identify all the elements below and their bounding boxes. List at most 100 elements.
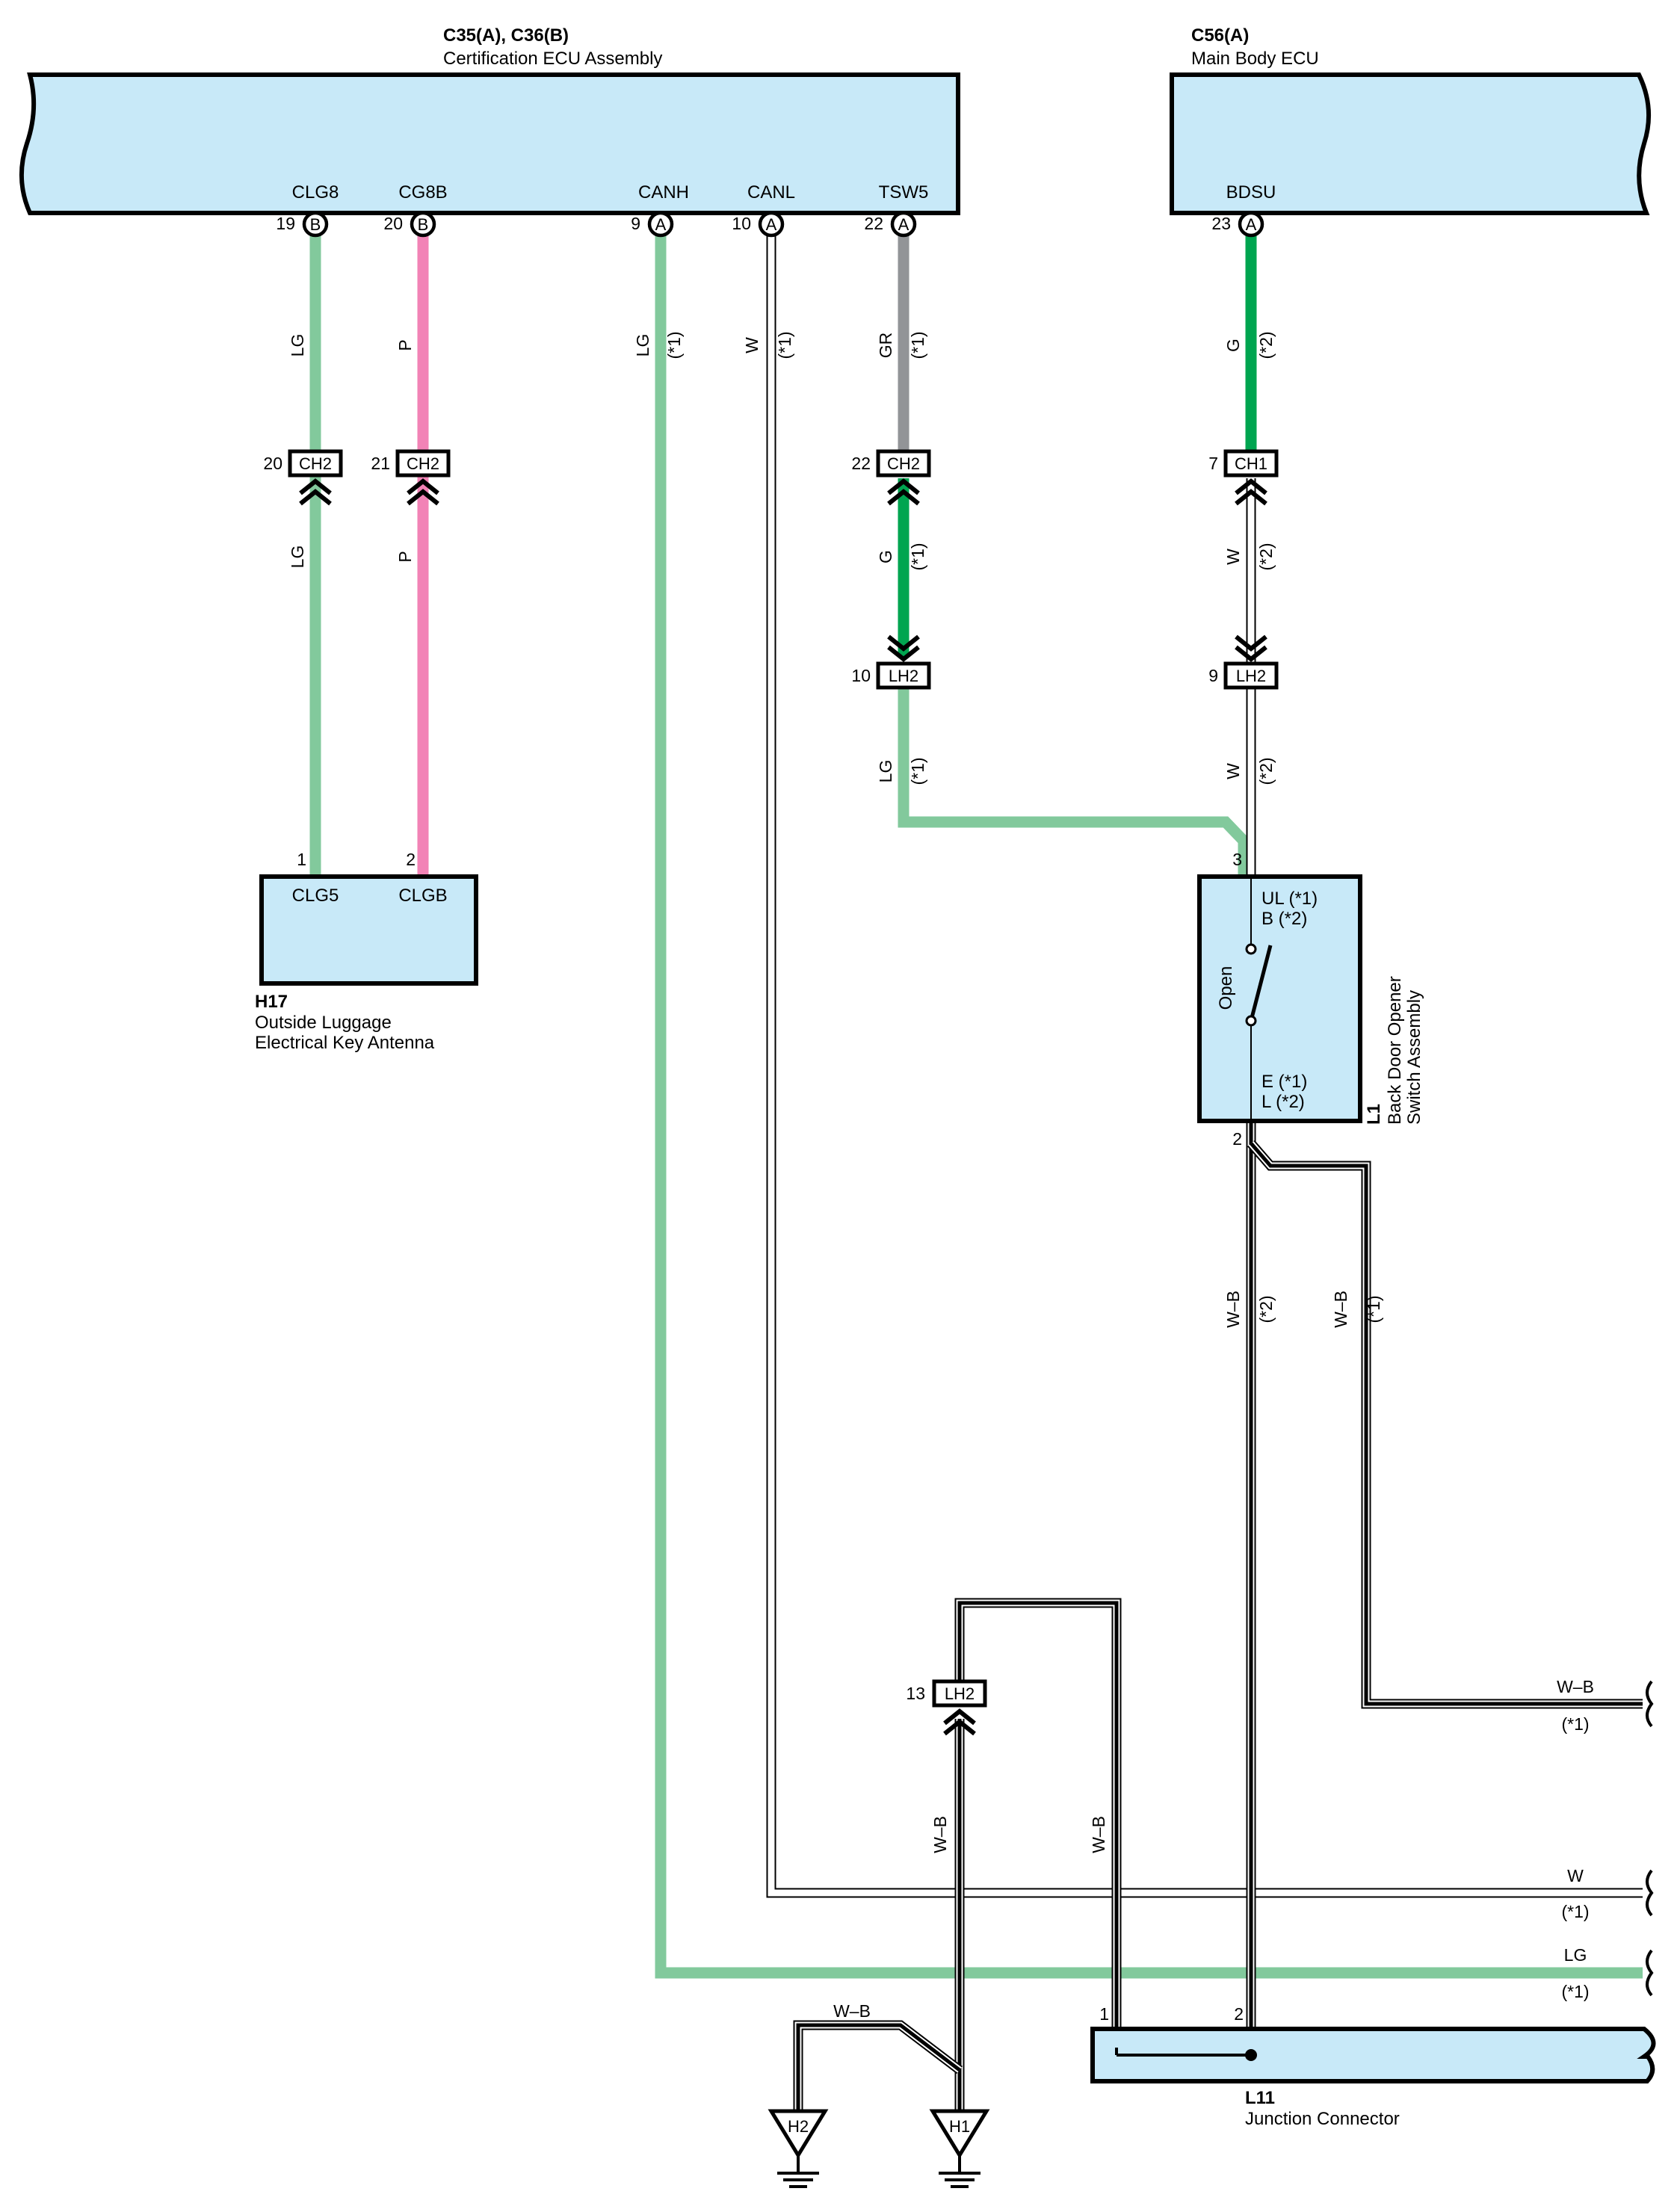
cert-ecu-code: C35(A), C36(B) [443, 25, 569, 46]
pin-name-tsw5: TSW5 [879, 182, 929, 203]
wire-note-1: (*1) [908, 543, 927, 570]
connector-pin-number: 13 [906, 1684, 925, 1703]
connector-code: CH1 [1235, 454, 1267, 473]
junction-splice-dot [1245, 2049, 1257, 2061]
switch-bottom-label2: L (*2) [1261, 1092, 1305, 1112]
ground-h1-label: H1 [949, 2117, 970, 2136]
connector-ch2-22: CH2 22 [851, 449, 931, 506]
junction-pin2-number: 2 [1234, 2004, 1244, 2024]
wire-note-2: (*2) [1256, 1295, 1276, 1323]
pin-name-canl: CANL [747, 182, 795, 203]
ground-h2: H2 [768, 2109, 829, 2188]
connector-lh2-9: LH2 9 [1208, 634, 1279, 690]
switch-name-line1: Back Door Opener [1385, 976, 1405, 1125]
wire-label-lg: LG [876, 760, 895, 783]
pin-connector-letter: A [898, 215, 910, 234]
connector-code: LH2 [1236, 667, 1266, 685]
pin-number: 20 [383, 214, 403, 233]
ecu-pin-clg8: B 19 [276, 211, 329, 238]
pin-number: 10 [732, 214, 751, 233]
connector-pin-number: 21 [371, 454, 390, 473]
wire-wb-h2 [793, 2020, 963, 2111]
switch-bottom-label1: E (*1) [1261, 1072, 1307, 1092]
ecu-pin-cg8b: B 20 [383, 211, 436, 238]
back-door-opener-switch: 3 2 UL (*1) B (*2) E (*1) L (*2) Open L1… [1197, 850, 1424, 1149]
antenna-name-line1: Outside Luggage [255, 1013, 392, 1033]
pin-connector-letter: B [418, 215, 429, 234]
wire-wb-branch-right [1247, 1140, 1643, 1709]
wire-note-1: (*1) [1561, 1714, 1589, 1734]
wire-label-w: W [742, 337, 762, 353]
connector-ch2-20: CH2 20 [263, 449, 343, 506]
pin-connector-letter: A [766, 215, 777, 234]
pin-number: 9 [631, 214, 640, 233]
antenna-pin1-number: 1 [297, 850, 306, 869]
switch-top-label2: B (*2) [1261, 909, 1307, 929]
connector-ch1-7: CH1 7 [1208, 449, 1279, 506]
pin-connector-letter: A [655, 215, 667, 234]
ground-h1: H1 [929, 2109, 990, 2188]
cert-ecu-name: Certification ECU Assembly [443, 49, 662, 69]
switch-pin3-number: 3 [1232, 850, 1242, 869]
wire-note-1: (*1) [1561, 1982, 1589, 2001]
ecu-pin-canl: A 10 [732, 211, 785, 238]
wire-lg-lh2-switch [898, 688, 1250, 876]
antenna-pin2-name: CLGB [398, 886, 447, 906]
switch-name-line2: Switch Assembly [1404, 990, 1424, 1125]
ecu-pin-tsw5: A 22 [864, 211, 917, 238]
connector-code: CH2 [887, 454, 920, 473]
outside-luggage-antenna: 1 2 CLG5 CLGB H17 Outside Luggage Electr… [255, 850, 478, 1053]
wire-label-wb: W–B [1557, 1677, 1594, 1696]
connector-code: CH2 [407, 454, 439, 473]
pin-name-cg8b: CG8B [398, 182, 447, 203]
wire-note-1: (*1) [908, 331, 927, 359]
main-body-ecu-code: C56(A) [1191, 25, 1249, 46]
pin-connector-letter: B [310, 215, 321, 234]
junction-code: L11 [1245, 2088, 1275, 2108]
wire-label-w: W [1567, 1866, 1584, 1885]
antenna-code: H17 [255, 992, 288, 1012]
wire-label-g: G [876, 550, 895, 563]
connector-pin-number: 9 [1208, 666, 1218, 685]
connector-code: CH2 [299, 454, 332, 473]
antenna-pin1-name: CLG5 [292, 886, 339, 906]
pin-connector-letter: A [1246, 215, 1257, 234]
pin-name-clg8: CLG8 [292, 182, 339, 203]
wire-note-2: (*2) [1256, 331, 1276, 359]
wire-label-wb: W–B [1223, 1291, 1243, 1328]
connector-lh2-10: LH2 10 [851, 634, 931, 690]
wire-label-p: P [395, 339, 415, 350]
wire-label-lg: LG [1564, 1945, 1587, 1965]
wire-note-1: (*1) [775, 331, 794, 359]
connector-pin-number: 20 [263, 454, 282, 473]
connector-code: LH2 [889, 667, 918, 685]
main-body-ecu-name: Main Body ECU [1191, 49, 1319, 69]
connector-ch2-21: CH2 21 [371, 449, 451, 506]
pin-name-bdsu: BDSU [1226, 182, 1276, 203]
ecu-pin-bdsu: A 23 [1211, 211, 1264, 238]
switch-state-label: Open [1216, 966, 1236, 1010]
wire-label-lg: LG [633, 334, 652, 357]
switch-contact-icon [1249, 945, 1273, 1022]
wire-label-lg: LG [288, 334, 307, 357]
junction-connector: 1 2 L11 Junction Connector [1090, 2004, 1656, 2129]
ground-h2-label: H2 [788, 2117, 809, 2136]
connector-lh2-13: LH2 13 [906, 1679, 987, 1736]
wire-break-lg [1646, 1949, 1654, 1997]
wire-note-2: (*2) [1256, 543, 1276, 570]
wire-note-1: (*1) [664, 331, 684, 359]
wire-break-wb [1646, 1680, 1654, 1728]
connector-pin-number: 10 [851, 666, 871, 685]
wire-label-gr: GR [876, 333, 895, 359]
connector-pin-number: 22 [851, 454, 871, 473]
switch-code: L1 [1364, 1104, 1384, 1125]
pin-name-canh: CANH [638, 182, 689, 203]
ecu-pin-canh: A 9 [631, 211, 674, 238]
pin-number: 19 [276, 214, 295, 233]
wire-note-1: (*1) [1364, 1295, 1383, 1323]
wire-label-wb: W–B [833, 2001, 871, 2021]
junction-pin1-number: 1 [1099, 2004, 1109, 2024]
wire-note-1: (*1) [908, 757, 927, 785]
wire-label-w: W [1223, 549, 1243, 565]
wire-note-1: (*1) [1561, 1902, 1589, 1921]
